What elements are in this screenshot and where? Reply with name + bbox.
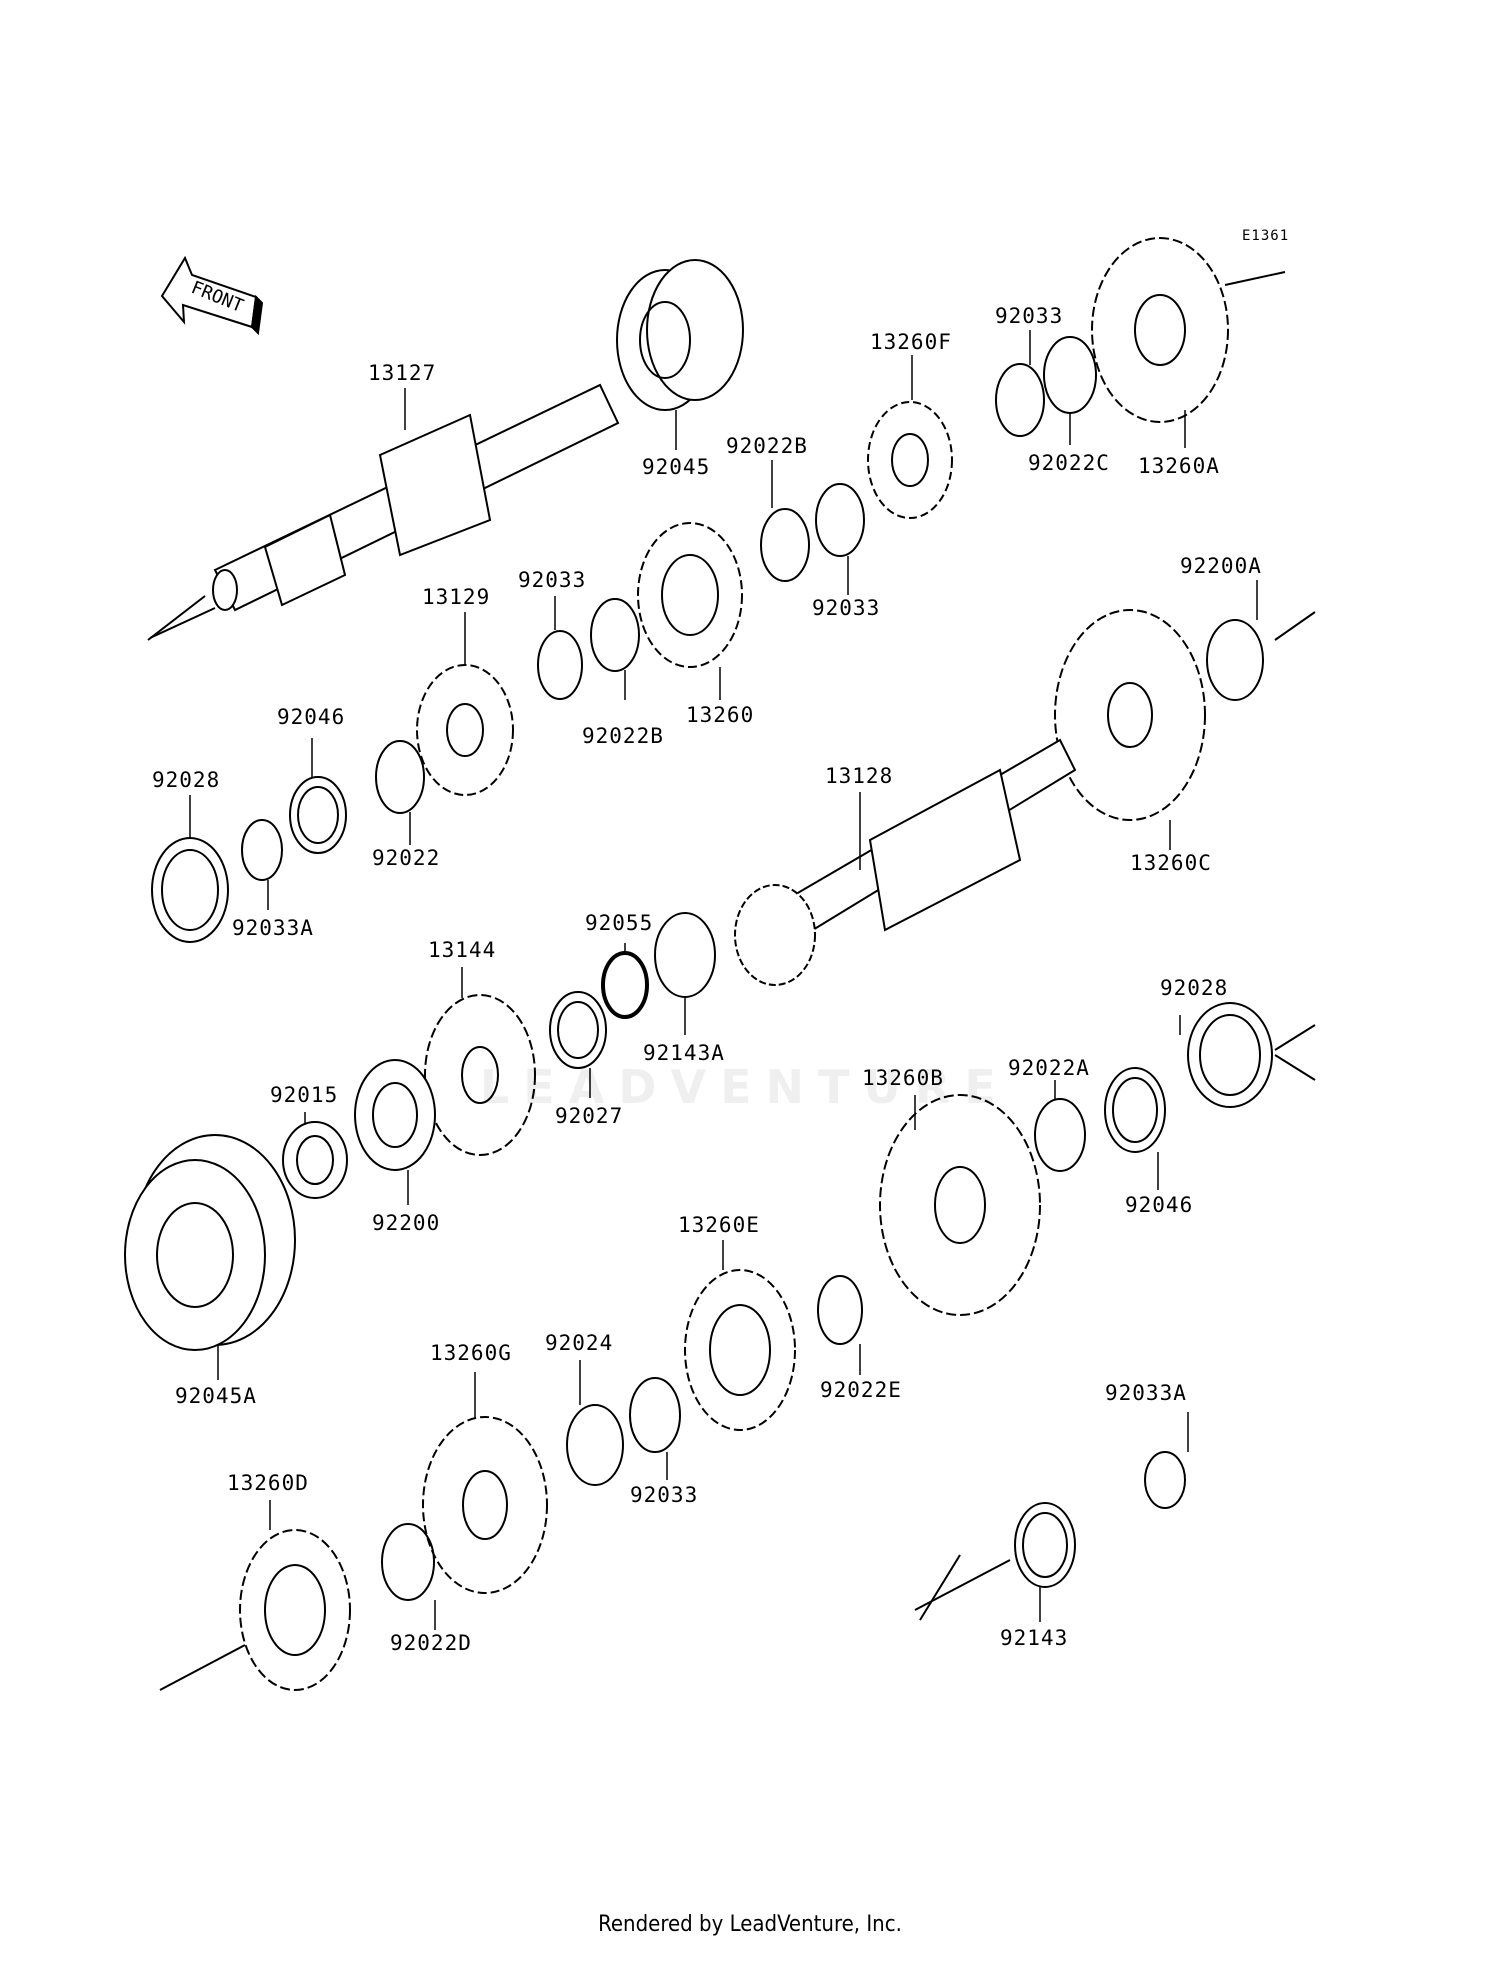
label-92045A: 92045A (175, 1384, 257, 1408)
label-92033A-right: 92033A (1105, 1381, 1187, 1405)
label-92033A: 92033A (232, 916, 314, 940)
gear-13260G (422, 1416, 548, 1594)
front-arrow-icon (160, 255, 264, 336)
label-13260E: 13260E (678, 1213, 760, 1237)
watermark: LEADVENTURE (480, 1060, 1010, 1114)
footer-credit: Rendered by LeadVenture, Inc. (598, 1912, 902, 1937)
needle-bearing-92046-right (1104, 1067, 1166, 1153)
label-92200A: 92200A (1180, 554, 1262, 578)
main-shaft-13127 (147, 383, 620, 641)
needle-bearing-92046 (289, 776, 347, 854)
gear-13260E (684, 1269, 796, 1431)
bearing-92045A (124, 1134, 296, 1351)
label-92028-right: 92028 (1160, 976, 1228, 1000)
label-13260: 13260 (686, 703, 754, 727)
gear-13260A (1091, 237, 1286, 423)
ring-92024 (566, 1404, 624, 1486)
ring-92033-top (995, 363, 1045, 437)
label-13260F: 13260F (870, 330, 952, 354)
label-13260D: 13260D (227, 1471, 309, 1495)
label-92027: 92027 (555, 1104, 623, 1128)
bushing-92028 (151, 837, 229, 943)
nut-92015 (282, 1121, 348, 1199)
label-92200: 92200 (372, 1211, 440, 1235)
label-92143A: 92143A (643, 1041, 725, 1065)
washer-92200 (354, 1059, 436, 1171)
collar-92143A (654, 912, 716, 998)
bearing-92045 (616, 259, 744, 411)
label-92022E: 92022E (820, 1378, 902, 1402)
sprocket-13144 (424, 994, 536, 1156)
gear-13129 (416, 664, 514, 796)
leader-lines (189, 330, 1258, 1630)
gear-13260D (159, 1529, 351, 1691)
output-shaft-13128 (734, 738, 1077, 986)
part-labels: 13127 92045 92022B 13260F 92033 92022C 1… (152, 304, 1262, 1655)
label-13260G: 13260G (430, 1341, 512, 1365)
label-92055: 92055 (585, 911, 653, 935)
label-13260C: 13260C (1130, 851, 1212, 875)
label-92033-top: 92033 (995, 304, 1063, 328)
label-13128: 13128 (825, 764, 893, 788)
ring-92033A (241, 819, 283, 881)
label-92022B: 92022B (582, 724, 664, 748)
ring-92022B-top (760, 508, 810, 582)
ring-92033-left (537, 630, 583, 700)
label-92033-mid: 92033 (812, 596, 880, 620)
ring-92022A (1034, 1098, 1086, 1172)
gear-13260B (879, 1094, 1041, 1316)
label-13260B: 13260B (862, 1066, 944, 1090)
collar-92143 (914, 1502, 1076, 1621)
gear-13260C (1054, 609, 1206, 821)
label-92015: 92015 (270, 1083, 338, 1107)
bushing-92028-right (1187, 1002, 1316, 1108)
gear-13260F (867, 401, 953, 519)
label-92028: 92028 (152, 768, 220, 792)
ring-92200A (1206, 619, 1264, 701)
ring-92022B (590, 598, 640, 672)
label-92022B-top: 92022B (726, 434, 808, 458)
diagram-code: E1361 (1242, 228, 1289, 244)
label-92022A: 92022A (1008, 1056, 1090, 1080)
ring-92033A-right (1144, 1451, 1186, 1509)
gear-13260 (637, 522, 743, 668)
ring-92033-bottom (629, 1377, 681, 1453)
ring-92022C (1043, 336, 1097, 414)
label-92022C: 92022C (1028, 451, 1110, 475)
label-92033-bottom: 92033 (630, 1483, 698, 1507)
label-92024: 92024 (545, 1331, 613, 1355)
label-13260A: 13260A (1138, 454, 1220, 478)
ring-92022E (817, 1275, 863, 1345)
ring-92022D (381, 1523, 435, 1601)
oring-92055 (601, 951, 649, 1019)
label-92022: 92022 (372, 846, 440, 870)
label-92046: 92046 (277, 705, 345, 729)
ring-92022 (375, 740, 425, 814)
label-92022D: 92022D (390, 1631, 472, 1655)
label-13127: 13127 (368, 361, 436, 385)
label-92046-right: 92046 (1125, 1193, 1193, 1217)
label-92143: 92143 (1000, 1626, 1068, 1650)
sleeve-92027 (549, 991, 607, 1069)
label-92045: 92045 (642, 455, 710, 479)
label-92033-left: 92033 (518, 568, 586, 592)
label-13129: 13129 (422, 585, 490, 609)
ring-92033-mid (815, 483, 865, 557)
label-13144: 13144 (428, 938, 496, 962)
